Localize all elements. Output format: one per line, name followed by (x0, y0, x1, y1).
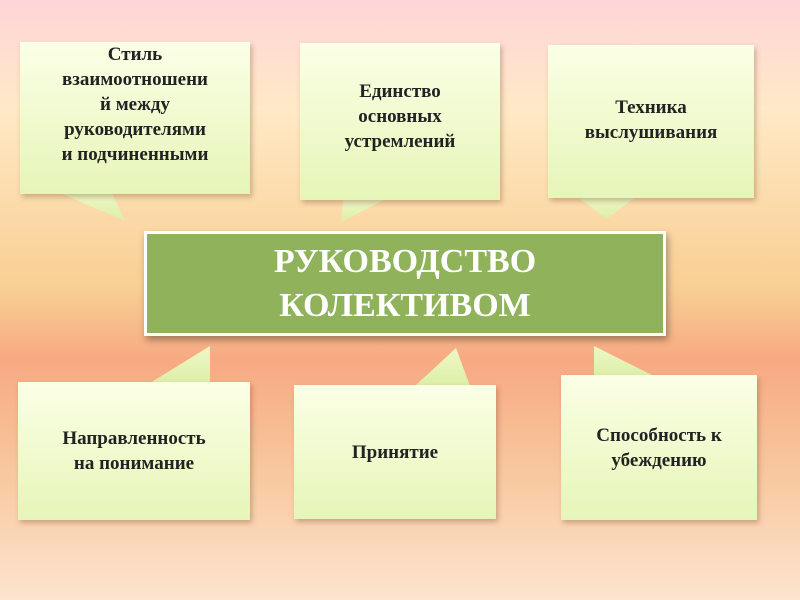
callout-top-center: Единство основных устремлений (300, 43, 500, 200)
callout-bottom-left-text: Направленность на понимание (62, 428, 206, 474)
callout-bottom-center: Принятие (294, 385, 496, 519)
pointer-top-center (341, 199, 386, 222)
callout-bottom-center-text: Принятие (351, 441, 439, 463)
callout-bottom-right: Способность к убеждению (561, 375, 757, 520)
callout-bottom-left: Направленность на понимание (18, 382, 250, 520)
central-title-box: РУКОВОДСТВО КОЛЕКТИВОМ (144, 231, 666, 336)
central-title-text: РУКОВОДСТВО КОЛЕКТИВОМ (273, 242, 537, 324)
callout-top-left: Стиль взаимоотношени й между руководител… (20, 42, 250, 194)
callout-top-right-text: Техника выслушивания (584, 97, 718, 143)
callout-bottom-right-text: Способность к убеждению (596, 424, 722, 471)
pointer-top-left (60, 193, 125, 221)
callout-top-right: Техника выслушивания (548, 45, 754, 198)
pointer-top-right (578, 197, 636, 219)
pointer-bottom-left (150, 346, 210, 383)
pointer-bottom-right (594, 346, 654, 376)
pointer-bottom-center (415, 348, 470, 386)
callout-top-left-text: Стиль взаимоотношени й между руководител… (61, 44, 209, 165)
callout-top-center-text: Единство основных устремлений (344, 81, 456, 152)
